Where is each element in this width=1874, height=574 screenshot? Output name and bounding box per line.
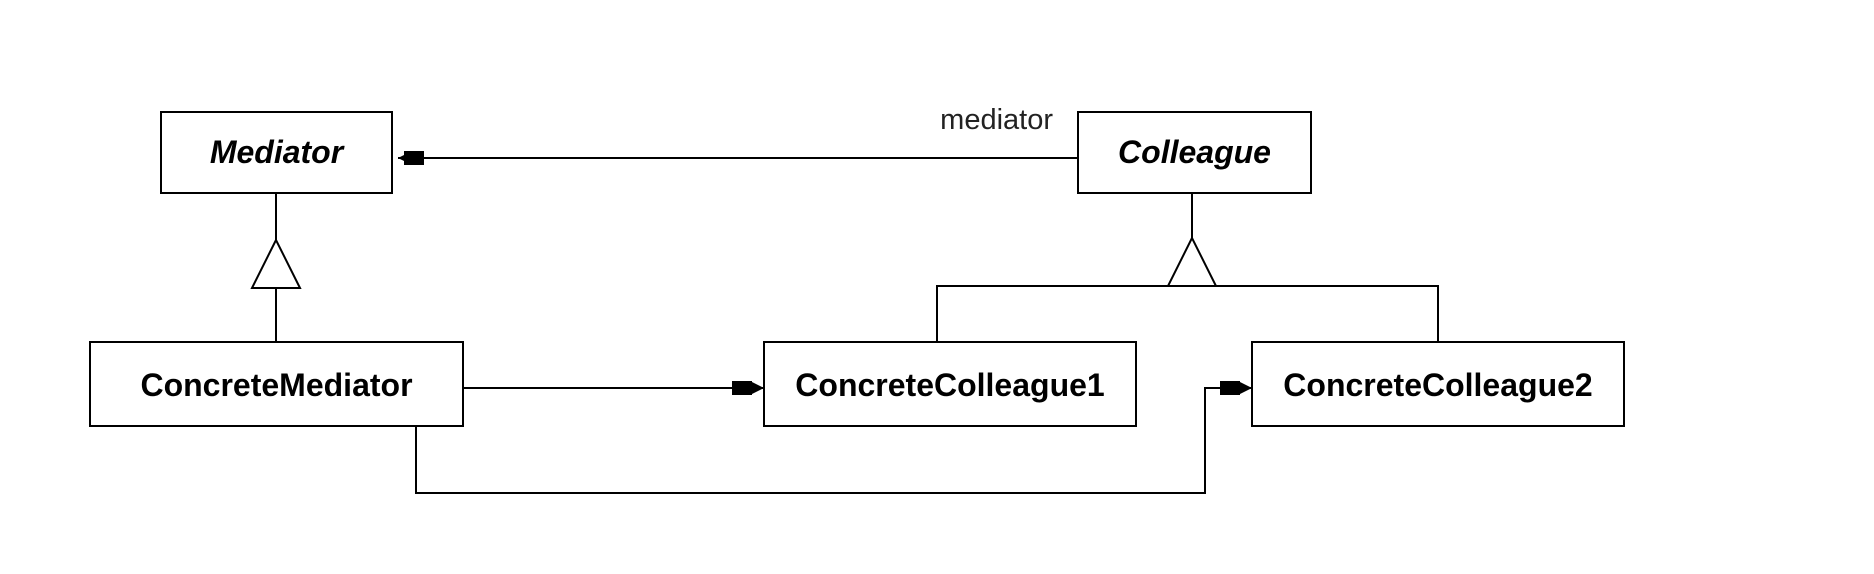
concrete-mediator-to-colleague2-association (415, 381, 1252, 494)
colleague-class-name: Colleague (1118, 134, 1271, 170)
concrete-mediator-class: ConcreteMediator (89, 341, 464, 427)
mediator-role-label: mediator (940, 104, 1053, 136)
concrete-colleague2-class: ConcreteColleague2 (1251, 341, 1625, 427)
colleague-to-mediator-association (398, 151, 1078, 165)
concrete-colleague1-class: ConcreteColleague1 (763, 341, 1137, 427)
mediator-class: Mediator (160, 111, 393, 194)
concrete-mediator-to-colleague1-association (463, 381, 764, 395)
concrete-colleague2-class-name: ConcreteColleague2 (1283, 367, 1592, 403)
concrete-mediator-class-name: ConcreteMediator (140, 367, 412, 403)
concrete-colleague1-class-name: ConcreteColleague1 (795, 367, 1104, 403)
colleague-class: Colleague (1077, 111, 1312, 194)
mediator-class-name: Mediator (210, 134, 345, 170)
concrete-mediator-generalization (250, 193, 302, 342)
concrete-colleagues-generalization (936, 193, 1439, 342)
